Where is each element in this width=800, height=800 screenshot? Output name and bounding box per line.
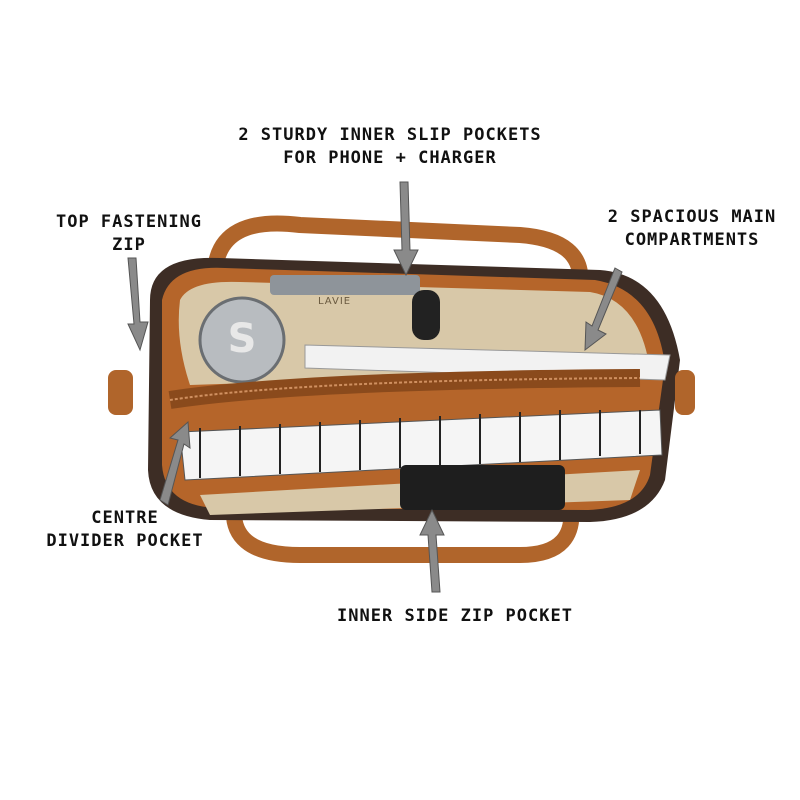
annotation-side-zip: INNER SIDE ZIP POCKET [320,605,590,628]
bottom-handle [225,498,580,563]
annotation-text: 2 STURDY INNER SLIP POCKETS [238,125,542,145]
top-handle [207,215,589,286]
annotation-slip-pockets: 2 STURDY INNER SLIP POCKETS FOR PHONE + … [215,124,565,170]
annotation-text: CENTRE [91,508,159,528]
annotation-arrows [127,181,623,593]
notebook-spiral [199,410,641,478]
lipstick [412,290,440,340]
svg-text:S: S [228,316,257,362]
annotation-text: DIVIDER POCKET [46,531,204,551]
arrow-main-compartments [584,267,623,352]
notebook [179,409,663,481]
annotation-text: INNER SIDE ZIP POCKET [337,606,573,626]
phone [270,275,420,295]
flask [198,296,286,384]
annotation-text: 2 SPACIOUS MAIN [607,207,777,227]
annotation-divider-pocket: CENTRE DIVIDER POCKET [30,507,220,553]
brand-label: LAVIE [318,296,352,307]
annotation-text: TOP FASTENING [55,212,203,232]
arrow-divider-pocket [159,420,191,506]
annotation-top-zip: TOP FASTENING ZIP [40,211,218,257]
annotation-text: FOR PHONE + CHARGER [283,148,497,168]
arrow-top-zip [127,257,149,352]
arrow-slip-pockets [393,181,419,277]
wallet [400,465,565,510]
annotation-main-compartments: 2 SPACIOUS MAIN COMPARTMENTS [596,206,788,252]
annotation-text: ZIP [112,235,146,255]
annotation-text: COMPARTMENTS [624,230,760,250]
arrow-side-zip [419,508,445,593]
